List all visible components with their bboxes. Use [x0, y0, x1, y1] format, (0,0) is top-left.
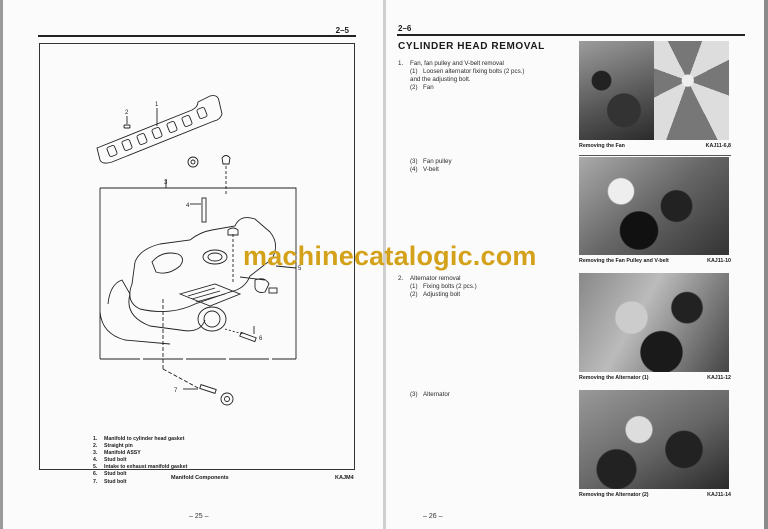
parts-list-item: 5.Intake to exhaust manifold gasket	[93, 464, 188, 471]
callout-7: 7	[174, 388, 178, 394]
section-title: CYLINDER HEAD REMOVAL	[398, 41, 545, 52]
photo-removing-fan-pulley	[579, 157, 729, 255]
step-2: 2.Alternator removal (1)Fixing bolts (2 …	[398, 275, 477, 298]
parts-list-item: 3.Manifold ASSY	[93, 450, 141, 457]
gasket-illustration	[96, 95, 223, 164]
figure-caption: Manifold Components	[171, 475, 229, 481]
step-2-continued: (3)Alternator	[410, 391, 450, 398]
callout-5: 5	[298, 266, 302, 272]
manifold-exploded-diagram: 1 2 3 4 5 6 7	[96, 95, 302, 406]
photo-removing-fan	[579, 41, 729, 140]
callout-2: 2	[125, 110, 129, 116]
divider	[579, 155, 731, 156]
photo-caption: Removing the Alternator (2) KAJ11-14	[579, 492, 731, 498]
step-1-continued: (3)Fan pulley (4)V-belt	[410, 158, 452, 173]
left-page: 2–5	[0, 0, 383, 529]
page-reference: 2–6	[398, 24, 412, 33]
callout-4: 4	[186, 203, 190, 209]
step-1: 1.Fan, fan pulley and V-belt removal (1)…	[398, 60, 525, 91]
parts-list-item: 1.Manifold to cylinder head gasket	[93, 436, 185, 442]
parts-list-item: 6.Stud bolt	[93, 471, 127, 478]
page-edge	[764, 0, 768, 529]
callout-6: 6	[259, 336, 263, 342]
page-footer-number: – 26 –	[423, 513, 443, 520]
callout-1: 1	[155, 102, 159, 108]
parts-list-item: 4.Stud bolt	[93, 457, 127, 464]
photo-removing-alternator-1	[579, 273, 729, 372]
book-spine	[383, 0, 386, 529]
parts-list: 1.Manifold to cylinder head gasket 2.Str…	[93, 436, 187, 486]
photo-caption: Removing the Fan Pulley and V-belt KAJ11…	[579, 258, 731, 264]
page-footer-number: – 25 –	[189, 513, 209, 520]
page-reference: 2–5	[335, 26, 349, 35]
figure-frame: 1 2 3 4 5 6 7	[39, 43, 355, 470]
photo-removing-alternator-2	[579, 390, 729, 489]
photo-caption: Removing the Fan KAJ11-6,8	[579, 143, 731, 149]
figure-code: KAJM4	[335, 475, 354, 481]
photo-caption: Removing the Alternator (1) KAJ11-12	[579, 375, 731, 381]
parts-list-item: 2.Straight pin	[93, 443, 133, 450]
right-page: 2–6 CYLINDER HEAD REMOVAL 1.Fan, fan pul…	[386, 0, 764, 529]
callout-3: 3	[164, 180, 168, 186]
watermark: machinecatalogic.com	[243, 241, 537, 271]
header-rule	[397, 34, 745, 36]
header-rule	[38, 35, 356, 37]
parts-list-item: 7.Stud bolt	[93, 478, 127, 485]
